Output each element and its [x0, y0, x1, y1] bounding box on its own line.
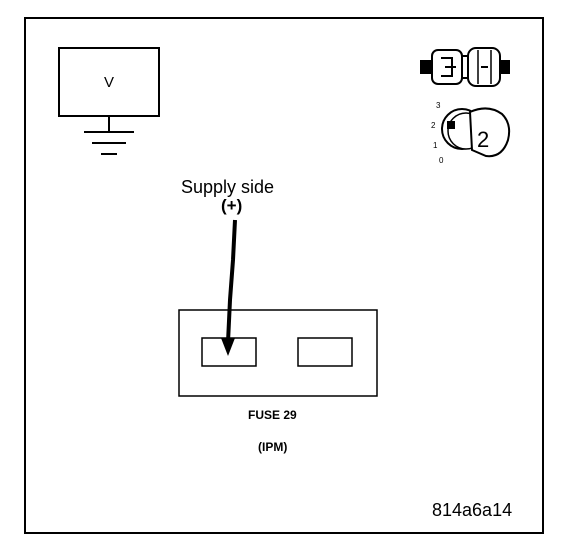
- reference-code: 814a6a14: [432, 500, 513, 520]
- probe-polarity: (+): [221, 196, 243, 215]
- ignition-position-1: 1: [433, 141, 438, 150]
- ignition-selected-position: 2: [477, 127, 489, 152]
- fuse-label: FUSE 29: [248, 408, 297, 422]
- ground-icon: [84, 116, 134, 155]
- ignition-position-0: 0: [439, 156, 444, 165]
- fuse-location: (IPM): [258, 440, 288, 454]
- probe-arrowhead: [221, 338, 235, 356]
- diagram-frame: [24, 17, 544, 534]
- ignition-position-2: 2: [431, 121, 436, 130]
- ignition-switch-icon: [441, 107, 511, 158]
- fuse-terminal-load: [297, 337, 353, 367]
- probe-label: Supply side: [181, 177, 275, 197]
- ignition-position-3: 3: [436, 101, 441, 110]
- connector-icon: [420, 47, 510, 87]
- probe-lead: [226, 219, 237, 343]
- voltmeter-symbol: V: [104, 74, 115, 91]
